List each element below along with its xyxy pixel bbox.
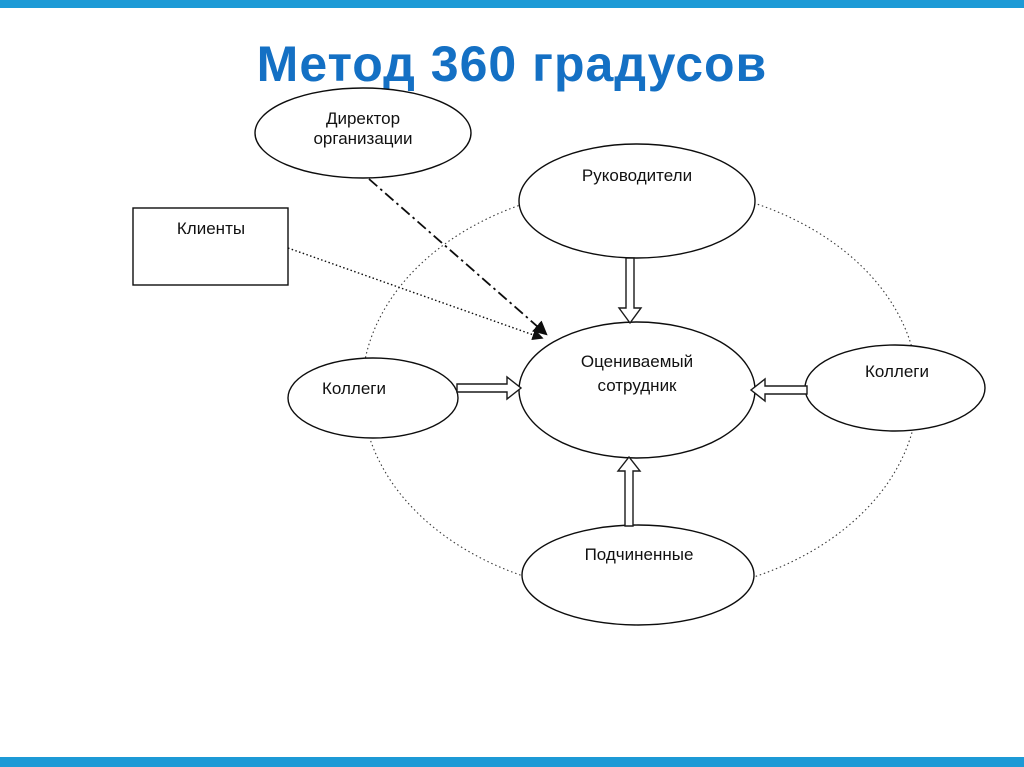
director-label-line1: Директор (326, 109, 400, 128)
arrow-clients-to-central (287, 247, 544, 341)
bottom-accent-bar (0, 757, 1024, 767)
managers-label: Руководители (582, 166, 692, 185)
colleagues-left-ellipse (287, 357, 459, 439)
managers-ellipse (518, 143, 756, 259)
subordinates-ellipse (521, 524, 755, 626)
clients-label: Клиенты (177, 219, 245, 238)
director-ellipse (254, 87, 472, 179)
page-title: Метод 360 градусов (257, 36, 768, 92)
arrow-managers-to-central (617, 257, 643, 325)
clients-rect (132, 207, 289, 286)
node-subordinates: Подчиненные (521, 524, 755, 626)
node-colleagues-left: Коллеги (287, 357, 459, 439)
arrow-colleagues-left-to-central (456, 375, 523, 401)
node-colleagues-right: Коллеги (804, 344, 986, 432)
subordinates-label: Подчиненные (585, 545, 694, 564)
top-accent-bar (0, 0, 1024, 8)
node-clients: Клиенты (132, 207, 289, 286)
arrow-colleagues-right-to-central (749, 377, 808, 403)
colleagues-right-label: Коллеги (865, 362, 929, 381)
colleagues-left-label: Коллеги (322, 379, 386, 398)
node-central: Оцениваемый сотрудник (518, 321, 756, 459)
arrow-subordinates-to-central (616, 455, 642, 527)
director-label-line2: организации (313, 129, 412, 148)
central-label-line1: Оцениваемый (581, 352, 693, 371)
central-label-line2: сотрудник (598, 376, 678, 395)
colleagues-right-ellipse (804, 344, 986, 432)
node-director: Директор организации (254, 87, 472, 179)
node-managers: Руководители (518, 143, 756, 259)
arrow-director-to-central (368, 178, 548, 336)
